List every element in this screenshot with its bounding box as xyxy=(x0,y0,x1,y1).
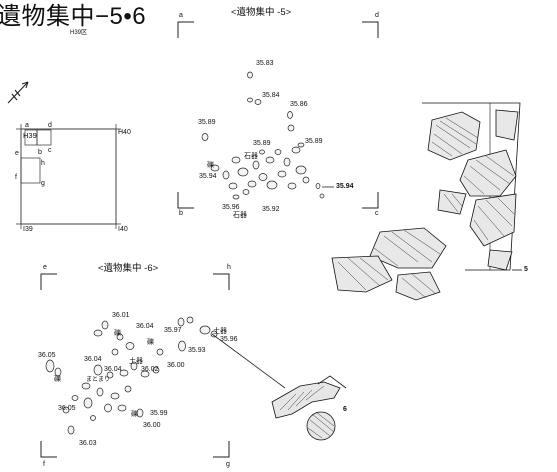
plan6-elev: 35.97 xyxy=(164,327,182,334)
key-label-g: g xyxy=(41,180,45,187)
plan5-label-stone-tool: 石器 xyxy=(233,212,247,219)
plan5-frame xyxy=(177,21,379,209)
plan5-stones xyxy=(201,71,325,200)
artifact-number-5: 5 xyxy=(524,266,528,273)
plan6-corner-f: f xyxy=(43,461,45,468)
plan5-corner-c: c xyxy=(375,210,379,217)
plan6-elev: 36.00 xyxy=(143,422,161,429)
plan5-corner-d: d xyxy=(375,12,379,19)
plan6-label-gravel: 礫 xyxy=(114,330,121,337)
plan5-elev: 35.89 xyxy=(253,140,271,147)
plan5-title: <遺物集中 -5> xyxy=(231,7,292,18)
plan6-elev: 36.04 xyxy=(84,356,102,363)
grid-label-h39: H39 xyxy=(23,131,37,140)
key-label-e: e xyxy=(15,150,19,157)
key-label-h: h xyxy=(41,160,45,167)
grid-label-i40: I40 xyxy=(118,226,128,233)
plan6-corner-g: g xyxy=(226,461,230,468)
plan6-corner-h: h xyxy=(227,264,231,271)
plan5-elev: 35.94 xyxy=(199,173,217,180)
artifact-number-6: 6 xyxy=(343,406,347,413)
plan5-elev: 35.84 xyxy=(262,92,280,99)
grid-label-i39: I39 xyxy=(23,226,33,233)
plan5-elev: 35.83 xyxy=(256,60,274,67)
key-label-d: d xyxy=(48,122,52,129)
district-label: H39区 xyxy=(70,30,88,36)
north-arrow-icon xyxy=(7,81,29,104)
artifact6-sherd-icon xyxy=(271,375,347,441)
plan6-elev: 36.03 xyxy=(79,440,97,447)
plan5-elev: 35.92 xyxy=(262,206,280,213)
key-label-b: b xyxy=(38,149,42,156)
plan6-label-gravel: 礫 xyxy=(131,411,138,418)
page-title: 遺物集中−5•6 xyxy=(0,3,147,30)
plan6-title: <遺物集中 -6> xyxy=(98,263,159,274)
artifact5-sherd-icon xyxy=(331,102,521,301)
plan6-frame xyxy=(40,273,230,458)
plan6-elev: 35.99 xyxy=(150,410,168,417)
plan6-elev: 36.00 xyxy=(167,362,185,369)
key-label-f: f xyxy=(15,174,17,181)
plan5-elev: 35.86 xyxy=(290,101,308,108)
plan5-corner-b: b xyxy=(179,210,183,217)
plan5-corner-a: a xyxy=(179,12,183,19)
plan5-elev: 35.94 xyxy=(336,183,354,190)
plan6-label-gravel: 礫 xyxy=(147,339,154,346)
plan6-label-pottery: 土器 xyxy=(213,328,227,335)
key-label-a: a xyxy=(25,122,29,129)
plan6-leader xyxy=(211,333,286,389)
plan6-label-gravel: 礫 xyxy=(54,376,61,383)
plan6-label-pottery: 土器 xyxy=(129,358,143,365)
plan6-elev: 35.93 xyxy=(188,347,206,354)
grid-label-h40: H40 xyxy=(118,129,131,136)
plan6-elev: 36.05 xyxy=(58,405,76,412)
key-map-grid xyxy=(16,124,121,229)
key-label-c: c xyxy=(48,147,52,154)
plan5-label-gravel: 礫 xyxy=(207,162,214,169)
plan5-label-stone-tool: 石器 xyxy=(244,153,258,160)
plan5-elev: 35.96 xyxy=(222,204,240,211)
plan6-elev: 35.96 xyxy=(220,336,238,343)
plan6-corner-e: e xyxy=(43,264,47,271)
plan6-elev: 36.02 xyxy=(141,366,159,373)
plan6-elev: 36.05 xyxy=(38,352,56,359)
plan6-elev: 36.01 xyxy=(112,312,130,319)
plan6-stones xyxy=(45,316,218,435)
plan6-elev: 36.04 xyxy=(136,323,154,330)
plan6-elev: 36.04 xyxy=(104,366,122,373)
plan5-elev: 35.89 xyxy=(198,119,216,126)
plan6-label-cluster: まとまり xyxy=(86,377,111,383)
plan5-elev: 35.89 xyxy=(305,138,323,145)
